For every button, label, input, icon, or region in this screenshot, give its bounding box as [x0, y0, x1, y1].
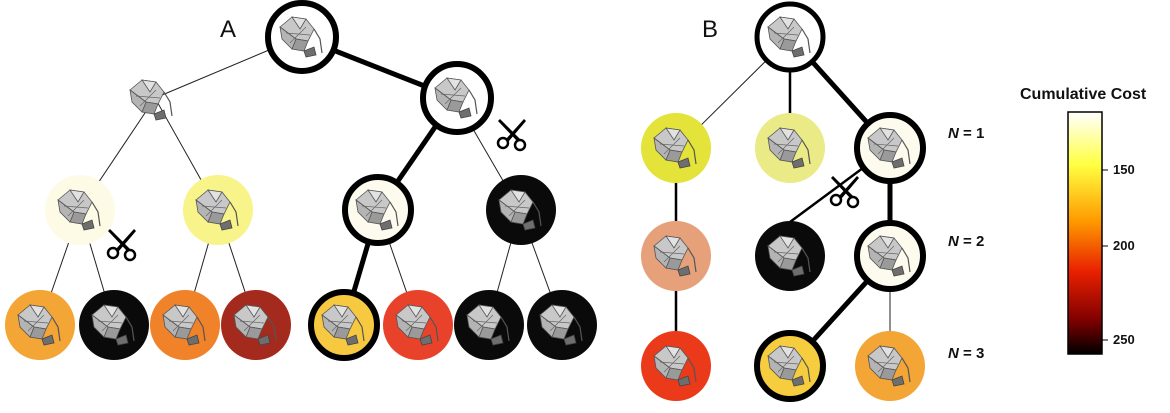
tree-node-b-l1-1 — [641, 113, 711, 183]
tree-node-a-l3-7 — [454, 290, 524, 360]
scissors-prune-icon — [106, 227, 138, 262]
colorbar: Cumulative Cost 150 200 250 — [1020, 86, 1147, 355]
tree-node-root-b — [754, 1, 826, 73]
tree-node-b-l2-1 — [641, 221, 711, 291]
colorbar-tick-150: 150 — [1113, 162, 1135, 177]
tree-node-b-l3-2 — [754, 330, 826, 402]
panel-label-b: B — [702, 16, 718, 43]
tree-node-a-l3-1 — [5, 290, 75, 360]
panel-a-nodes — [5, 0, 597, 361]
tree-node-robot-pose-icon — [129, 79, 173, 121]
tree-node-b-l3-3 — [855, 331, 925, 401]
colorbar-scale — [1067, 111, 1103, 355]
tree-node-b-l2-3 — [854, 220, 926, 292]
tree-node-a-l3-3 — [150, 290, 220, 360]
tree-node-a-l2-1 — [45, 175, 115, 245]
tree-node-a-l1-right — [420, 61, 494, 135]
tree-node-a-l2-2 — [183, 175, 253, 245]
colorbar-tick-250: 250 — [1113, 332, 1135, 347]
tree-node-a-l2-3 — [342, 174, 414, 246]
tree-node-b-l1-2 — [755, 113, 825, 183]
depth-label-n3: N = 3 — [948, 345, 984, 362]
tree-node-a-l3-6 — [383, 290, 453, 360]
tree-node-a-l3-2 — [79, 290, 149, 360]
tree-node-b-l1-3 — [854, 112, 926, 184]
scissors-prune-icon — [496, 117, 528, 152]
tree-node-a-l3-4 — [221, 290, 291, 360]
tree-node-a-l3-8 — [527, 290, 597, 360]
tree-node-root-a — [265, 0, 339, 74]
tree-node-a-l2-4 — [486, 175, 556, 245]
tree-node-b-l3-1 — [641, 331, 711, 401]
depth-label-n1: N = 1 — [948, 125, 984, 142]
tree-node-a-l3-5 — [308, 289, 380, 361]
tree-node-b-l2-2 — [755, 221, 825, 291]
colorbar-title: Cumulative Cost — [1020, 86, 1147, 103]
panel-b-nodes — [641, 1, 926, 402]
depth-label-n2: N = 2 — [948, 233, 984, 250]
colorbar-tick-200: 200 — [1113, 238, 1135, 253]
tree-node-a-l1-left — [129, 79, 173, 121]
panel-label-a: A — [220, 16, 236, 43]
